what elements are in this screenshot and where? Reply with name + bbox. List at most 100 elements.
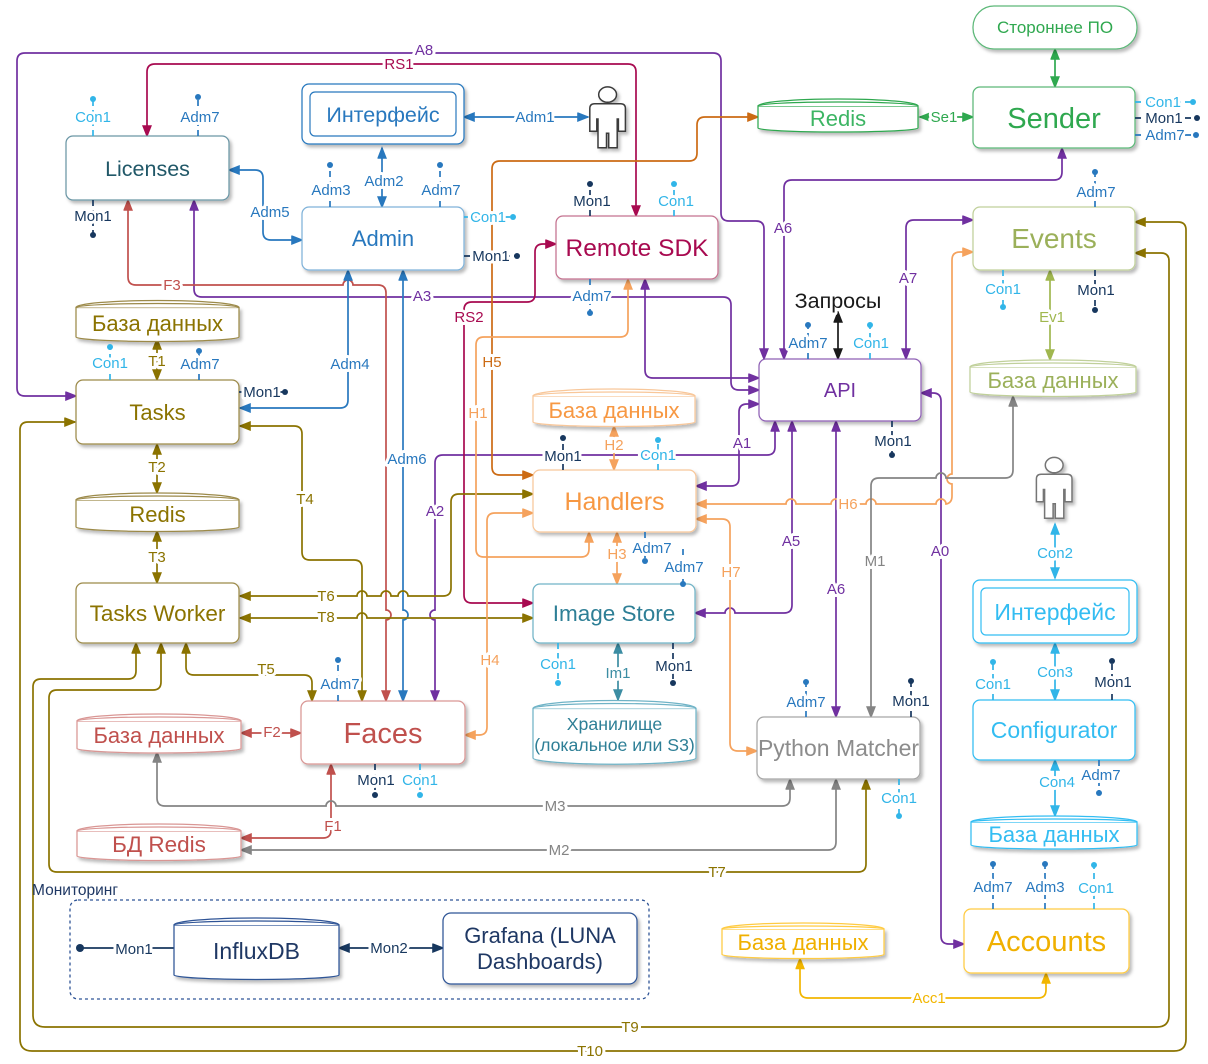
- svg-text:Adm7: Adm7: [1081, 767, 1120, 784]
- svg-text:H6: H6: [838, 496, 857, 513]
- svg-text:H1: H1: [468, 405, 487, 422]
- svg-text:Adm7: Adm7: [421, 182, 460, 199]
- svg-text:(локальное или S3): (локальное или S3): [534, 735, 695, 755]
- svg-text:Redis: Redis: [810, 106, 866, 131]
- svg-text:RS1: RS1: [384, 56, 413, 73]
- svg-text:Adm2: Adm2: [364, 173, 403, 190]
- svg-text:Con1: Con1: [1078, 880, 1114, 897]
- svg-text:Запросы: Запросы: [795, 289, 882, 313]
- svg-text:T3: T3: [148, 549, 166, 566]
- svg-text:Con1: Con1: [402, 772, 438, 789]
- svg-text:T10: T10: [577, 1043, 603, 1060]
- svg-text:T4: T4: [296, 491, 314, 508]
- svg-text:Con1: Con1: [75, 109, 111, 126]
- svg-text:Adm7: Adm7: [788, 335, 827, 352]
- svg-text:Adm7: Adm7: [632, 540, 671, 557]
- svg-text:T8: T8: [317, 609, 335, 626]
- svg-text:H5: H5: [482, 354, 501, 371]
- svg-text:Стороннее ПО: Стороннее ПО: [997, 18, 1113, 37]
- svg-text:База данных: База данных: [988, 822, 1119, 847]
- svg-text:Con1: Con1: [658, 193, 694, 210]
- svg-text:M3: M3: [545, 798, 566, 815]
- svg-text:Con1: Con1: [540, 656, 576, 673]
- svg-text:Adm7: Adm7: [180, 356, 219, 373]
- svg-text:Adm3: Adm3: [311, 182, 350, 199]
- svg-text:Dashboards): Dashboards): [477, 949, 603, 974]
- svg-text:Redis: Redis: [129, 502, 185, 527]
- svg-text:Adm7: Adm7: [786, 694, 825, 711]
- svg-text:База данных: База данных: [548, 398, 679, 423]
- svg-text:Adm4: Adm4: [330, 356, 369, 373]
- svg-text:Mon2: Mon2: [370, 940, 408, 957]
- svg-text:A6: A6: [827, 581, 845, 598]
- svg-text:Adm3: Adm3: [1025, 879, 1064, 896]
- svg-text:Con1: Con1: [985, 281, 1021, 298]
- svg-text:H7: H7: [721, 564, 740, 581]
- svg-text:Mon1: Mon1: [1145, 110, 1183, 127]
- svg-text:M2: M2: [549, 842, 570, 859]
- svg-text:Mon1: Mon1: [573, 193, 611, 210]
- svg-text:T1: T1: [148, 353, 166, 370]
- svg-text:RS2: RS2: [454, 309, 483, 326]
- svg-text:Mon1: Mon1: [874, 433, 912, 450]
- svg-text:A8: A8: [415, 42, 433, 59]
- svg-text:Adm7: Adm7: [1145, 127, 1184, 144]
- svg-text:Image Store: Image Store: [553, 601, 676, 626]
- svg-text:A7: A7: [899, 270, 917, 287]
- svg-text:Интерфейс: Интерфейс: [326, 103, 440, 127]
- svg-text:Mon1: Mon1: [544, 448, 582, 465]
- svg-text:Mon1: Mon1: [472, 248, 510, 265]
- svg-text:БД Redis: БД Redis: [112, 832, 206, 857]
- svg-text:Licenses: Licenses: [105, 157, 190, 181]
- svg-text:Con2: Con2: [1037, 545, 1073, 562]
- svg-text:A5: A5: [782, 533, 800, 550]
- svg-text:Mon1: Mon1: [357, 772, 395, 789]
- svg-text:Adm7: Adm7: [664, 559, 703, 576]
- svg-text:Adm6: Adm6: [387, 451, 426, 468]
- svg-text:T7: T7: [708, 864, 726, 881]
- svg-text:F3: F3: [163, 277, 181, 294]
- svg-text:Acc1: Acc1: [912, 990, 945, 1007]
- svg-text:H4: H4: [480, 652, 499, 669]
- svg-text:A6: A6: [774, 220, 792, 237]
- svg-text:Мониторинг: Мониторинг: [32, 882, 118, 899]
- svg-text:База данных: База данных: [93, 723, 224, 748]
- svg-text:Mon1: Mon1: [1077, 282, 1115, 299]
- svg-text:Con4: Con4: [1039, 774, 1075, 791]
- svg-text:H3: H3: [607, 546, 626, 563]
- svg-text:Remote SDK: Remote SDK: [566, 235, 710, 262]
- svg-text:Adm5: Adm5: [250, 204, 289, 221]
- svg-text:InfluxDB: InfluxDB: [213, 938, 300, 964]
- svg-text:Con1: Con1: [1145, 94, 1181, 111]
- svg-text:T5: T5: [257, 661, 275, 678]
- svg-text:Интерфейс: Интерфейс: [994, 599, 1115, 625]
- svg-text:Im1: Im1: [605, 665, 630, 682]
- svg-text:Con1: Con1: [881, 790, 917, 807]
- svg-text:Grafana (LUNA: Grafana (LUNA: [464, 923, 616, 948]
- svg-text:Faces: Faces: [344, 718, 423, 750]
- svg-text:H2: H2: [604, 437, 623, 454]
- svg-text:Con1: Con1: [853, 335, 889, 352]
- svg-text:API: API: [824, 380, 856, 402]
- svg-text:Mon1: Mon1: [74, 208, 112, 225]
- svg-text:Python Matcher: Python Matcher: [758, 735, 919, 761]
- svg-text:M1: M1: [865, 553, 886, 570]
- svg-text:Хранилище: Хранилище: [567, 714, 663, 734]
- svg-text:База данных: База данных: [92, 311, 223, 336]
- svg-text:Tasks: Tasks: [129, 400, 185, 425]
- svg-text:Adm7: Adm7: [973, 879, 1012, 896]
- svg-text:A3: A3: [413, 288, 431, 305]
- svg-text:Events: Events: [1011, 223, 1097, 254]
- svg-text:Con1: Con1: [470, 209, 506, 226]
- svg-text:База данных: База данных: [737, 930, 868, 955]
- svg-text:Adm7: Adm7: [320, 676, 359, 693]
- svg-text:F1: F1: [324, 818, 342, 835]
- svg-text:A1: A1: [733, 435, 751, 452]
- svg-text:A0: A0: [931, 543, 949, 560]
- svg-text:Con1: Con1: [640, 447, 676, 464]
- svg-text:T2: T2: [148, 459, 166, 476]
- svg-text:Tasks Worker: Tasks Worker: [90, 601, 226, 626]
- svg-text:Sender: Sender: [1007, 103, 1101, 135]
- svg-text:Configurator: Configurator: [991, 717, 1118, 743]
- svg-text:T9: T9: [621, 1019, 639, 1036]
